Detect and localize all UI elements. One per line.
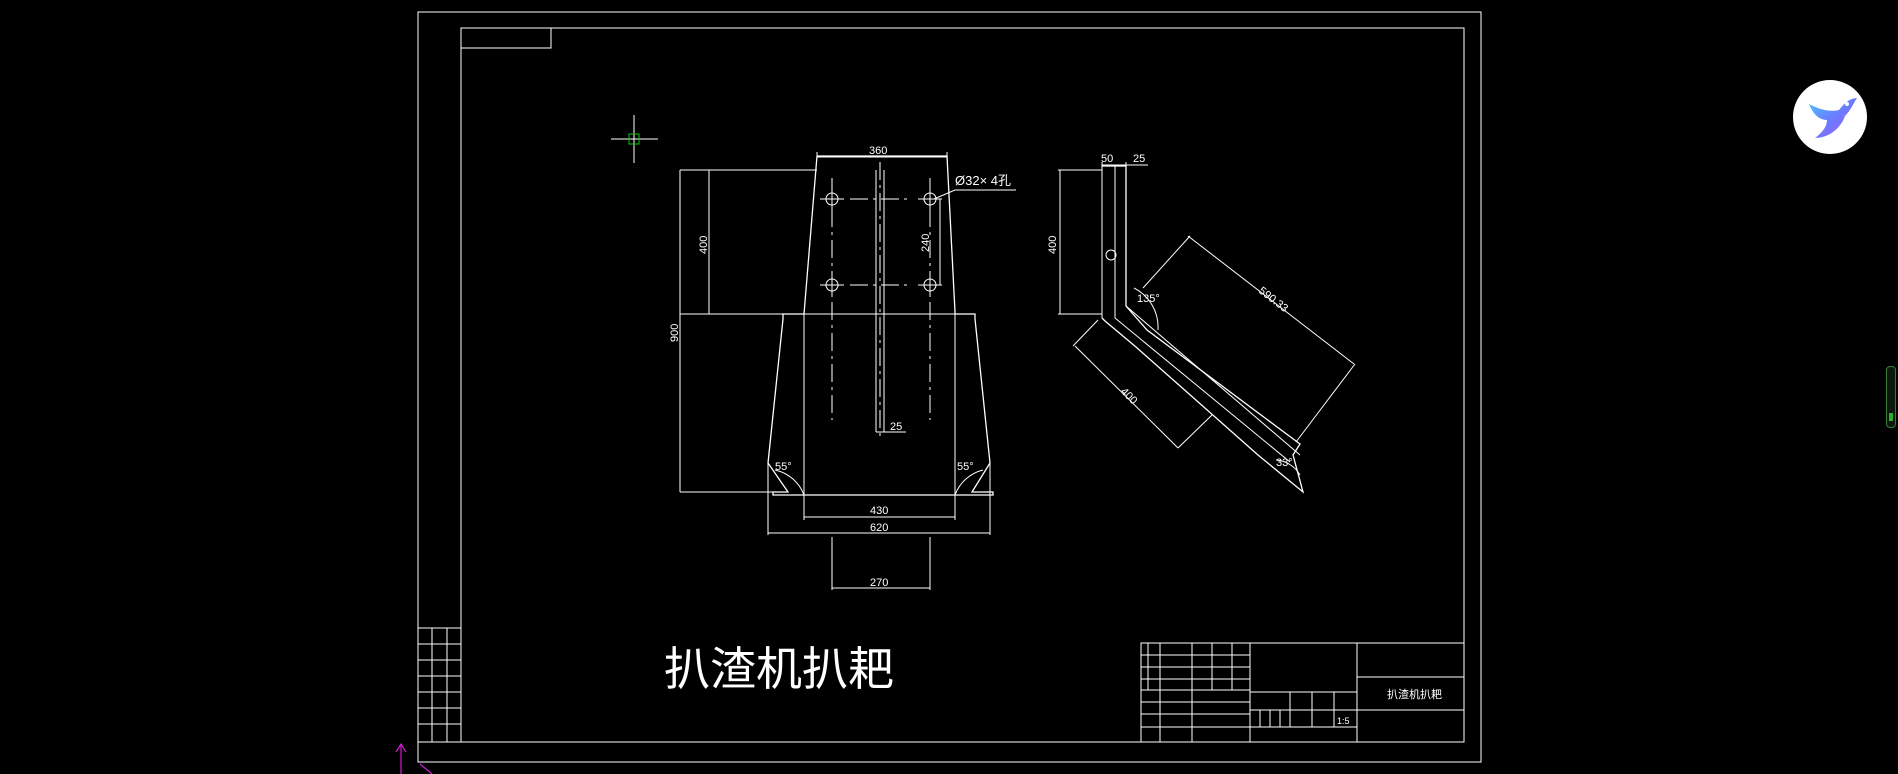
outer-frame	[417, 11, 1482, 763]
dim-right-angle: 55°	[957, 461, 974, 473]
title-block-scale: 1:5	[1337, 716, 1350, 726]
front-view	[679, 152, 1016, 590]
dim-bottom-inner: 430	[870, 505, 888, 517]
dim-side-flange: 50	[1101, 153, 1113, 165]
dim-tip-angle: 33°	[1276, 457, 1293, 469]
binding-strip	[417, 627, 462, 743]
dim-upper-height: 400	[698, 236, 710, 254]
dim-total-height: 900	[669, 324, 681, 342]
mounting-hole	[918, 274, 942, 296]
dim-base-width: 270	[870, 577, 888, 589]
inner-frame	[460, 27, 1465, 743]
scroll-handle[interactable]	[1886, 366, 1896, 428]
dim-short-length: 400	[1118, 386, 1139, 407]
ucs-axis-icon	[395, 742, 433, 774]
crosshair-cursor-icon	[611, 115, 658, 163]
dim-bottom-outer: 620	[870, 522, 888, 534]
dim-side-height: 400	[1047, 236, 1059, 254]
feishu-bird-icon[interactable]	[1793, 80, 1867, 154]
mounting-hole	[820, 188, 844, 210]
dim-rib-width: 25	[890, 421, 902, 433]
drawing-title: 扒渣机扒耙	[664, 643, 894, 695]
title-block-name: 扒渣机扒耙	[1387, 687, 1442, 701]
dim-bend-angle: 135°	[1137, 293, 1160, 305]
hole-callout: Ø32× 4孔	[955, 173, 1011, 188]
dim-long-length: 590.33	[1256, 285, 1290, 315]
dim-left-angle: 55°	[775, 461, 792, 473]
dim-side-thickness: 25	[1133, 153, 1145, 165]
title-block: 1:5 扒渣机扒耙	[1140, 642, 1465, 743]
dim-hole-spacing: 240	[920, 234, 932, 252]
side-view	[1058, 162, 1356, 494]
drawing-number-box	[460, 27, 552, 49]
mounting-hole	[820, 274, 844, 296]
dim-top-width: 360	[869, 145, 887, 157]
mounting-hole	[918, 188, 942, 210]
